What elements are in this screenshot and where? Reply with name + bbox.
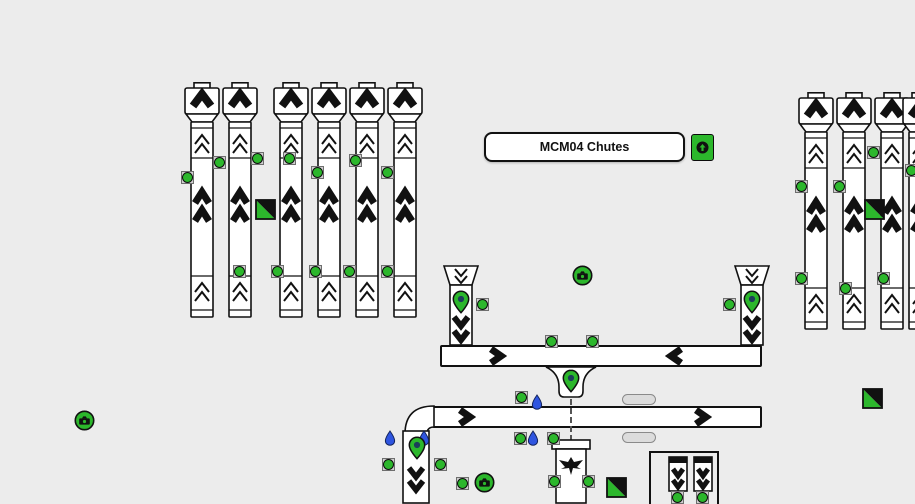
- status-light: [476, 298, 488, 310]
- status-light: [723, 298, 735, 310]
- bidir-status-indicator: [605, 476, 627, 498]
- reflector-pill: [622, 431, 656, 443]
- flow-arrow-icon: [693, 408, 712, 426]
- droplet-icon: [384, 430, 396, 446]
- status-light: [867, 146, 879, 158]
- status-light: [343, 265, 355, 277]
- status-light: [456, 477, 468, 489]
- status-light: [283, 152, 295, 164]
- status-light: [233, 265, 245, 277]
- location-pin-icon: [743, 290, 761, 314]
- location-pin-icon: [562, 369, 580, 393]
- junction-link-line: [570, 399, 572, 441]
- status-light: [833, 180, 845, 192]
- chute-column: [387, 82, 423, 318]
- status-light: [795, 272, 807, 284]
- status-light: [309, 265, 321, 277]
- status-light: [311, 166, 323, 178]
- bidir-status-indicator: [254, 198, 276, 220]
- status-light: [271, 265, 283, 277]
- chute-column: [222, 82, 258, 318]
- droplet-icon: [531, 394, 543, 410]
- droplet-icon: [527, 430, 539, 446]
- disc-up-arrow-icon: [696, 141, 709, 154]
- status-light: [213, 156, 225, 168]
- flow-arrow-icon: [457, 408, 476, 426]
- chute-column: [798, 92, 834, 330]
- chute-column: [874, 92, 910, 330]
- status-light: [795, 180, 807, 192]
- status-light: [586, 335, 598, 347]
- status-light: [545, 335, 557, 347]
- status-light: [515, 391, 527, 403]
- chute-column: [311, 82, 347, 318]
- bidir-status-indicator: [861, 387, 883, 409]
- status-light: [251, 152, 263, 164]
- mini-chute: [668, 456, 688, 492]
- status-light: [381, 265, 393, 277]
- chute-column: [184, 82, 220, 318]
- status-light: [548, 475, 560, 487]
- camera-icon[interactable]: [74, 410, 95, 431]
- eagle-emblem-icon: [559, 457, 583, 475]
- flow-arrow-icon: [488, 347, 507, 365]
- status-light: [905, 164, 915, 176]
- status-light: [582, 475, 594, 487]
- chute-column: [349, 82, 385, 318]
- chute-column: [902, 92, 915, 330]
- status-light: [547, 432, 559, 444]
- sorter-box: [649, 451, 719, 504]
- status-light: [839, 282, 851, 294]
- reflector-pill: [622, 393, 656, 405]
- status-light: [434, 458, 446, 470]
- status-light: [696, 491, 708, 503]
- status-light: [349, 154, 361, 166]
- chute-group-label: MCM04 Chutes: [484, 132, 685, 162]
- chute-column: [836, 92, 872, 330]
- panel-action-button[interactable]: [691, 134, 714, 161]
- status-light: [181, 171, 193, 183]
- location-pin-icon: [408, 436, 426, 460]
- flow-arrow-icon: [665, 347, 684, 365]
- status-light: [381, 166, 393, 178]
- status-light: [382, 458, 394, 470]
- discharge-chute: [551, 439, 591, 504]
- location-pin-icon: [452, 290, 470, 314]
- status-light: [877, 272, 889, 284]
- status-light: [514, 432, 526, 444]
- lower-belt: [432, 406, 762, 428]
- bidir-status-indicator: [863, 198, 885, 220]
- mini-chute: [693, 456, 713, 492]
- camera-icon[interactable]: [474, 472, 495, 493]
- chute-group-label-text: MCM04 Chutes: [539, 140, 630, 154]
- status-light: [671, 491, 683, 503]
- chute-column: [273, 82, 309, 318]
- camera-icon[interactable]: [572, 265, 593, 286]
